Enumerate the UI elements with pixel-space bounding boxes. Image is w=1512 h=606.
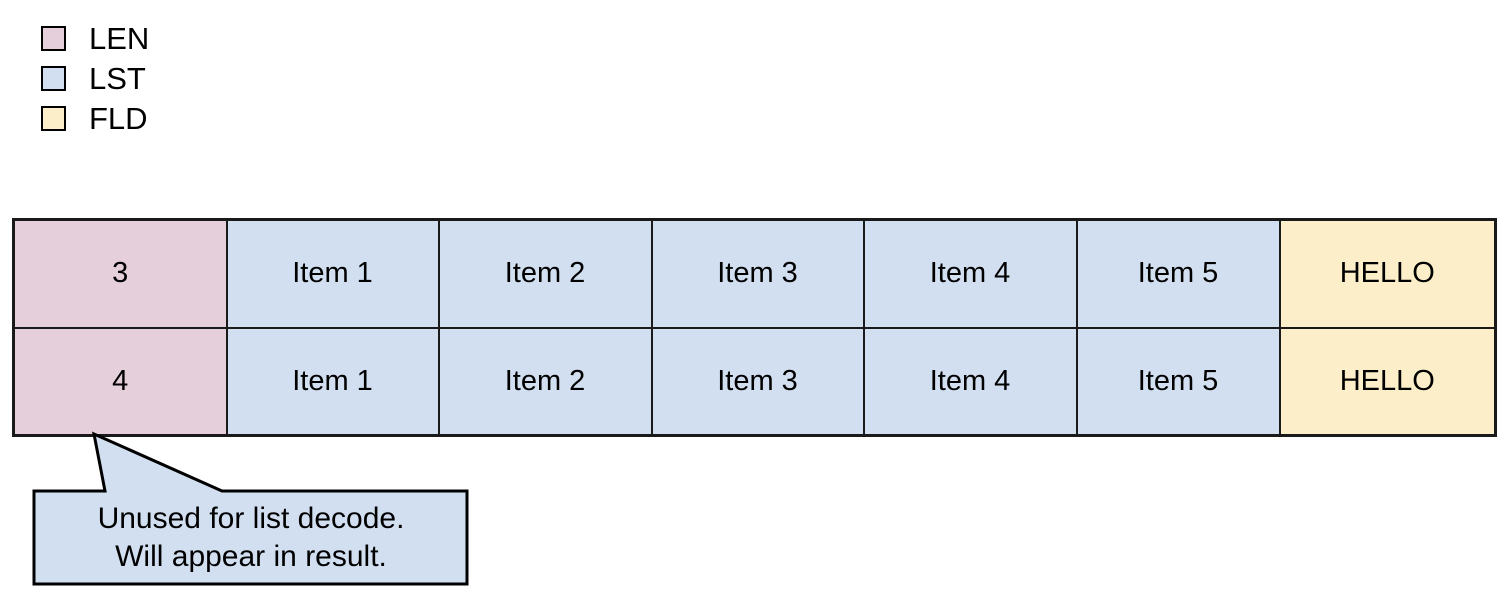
square-swatch-icon bbox=[41, 25, 66, 51]
legend-item-len: LEN bbox=[41, 18, 149, 58]
callout-line-2: Will appear in result. bbox=[115, 539, 387, 573]
cell-item: Item 1 bbox=[225, 326, 440, 437]
cell-item: Item 1 bbox=[225, 218, 440, 329]
square-swatch-icon bbox=[41, 105, 66, 131]
legend-item-fld: FLD bbox=[41, 98, 149, 138]
cell-fld: HELLO bbox=[1278, 218, 1497, 329]
callout-line-1: Unused for list decode. bbox=[97, 501, 405, 535]
cell-item: Item 2 bbox=[437, 326, 653, 437]
legend-item-label: FLD bbox=[89, 100, 148, 136]
cell-item: Item 3 bbox=[650, 218, 865, 329]
callout-annotation: Unused for list decode. Will appear in r… bbox=[0, 420, 520, 606]
cell-len: 4 bbox=[12, 326, 228, 437]
cell-len: 3 bbox=[12, 218, 228, 329]
callout-bubble-path bbox=[32, 431, 469, 586]
callout-text: Unused for list decode. Will appear in r… bbox=[34, 491, 468, 584]
legend-item-label: LEN bbox=[89, 20, 150, 56]
cell-fld: HELLO bbox=[1278, 326, 1497, 437]
legend-item-lst: LST bbox=[41, 58, 149, 98]
cell-item: Item 5 bbox=[1075, 326, 1281, 437]
square-swatch-icon bbox=[41, 65, 66, 91]
cell-item: Item 4 bbox=[862, 326, 1078, 437]
table-row: 4 Item 1 Item 2 Item 3 Item 4 Item 5 HEL… bbox=[12, 326, 1497, 437]
cell-item: Item 5 bbox=[1075, 218, 1281, 329]
record-layout-table: 3 Item 1 Item 2 Item 3 Item 4 Item 5 HEL… bbox=[12, 218, 1497, 437]
legend-item-label: LST bbox=[89, 60, 146, 96]
cell-item: Item 3 bbox=[650, 326, 865, 437]
legend: LEN LST FLD bbox=[41, 18, 149, 138]
callout-shape bbox=[32, 431, 469, 586]
cell-item: Item 2 bbox=[437, 218, 653, 329]
table-row: 3 Item 1 Item 2 Item 3 Item 4 Item 5 HEL… bbox=[12, 218, 1497, 329]
cell-item: Item 4 bbox=[862, 218, 1078, 329]
